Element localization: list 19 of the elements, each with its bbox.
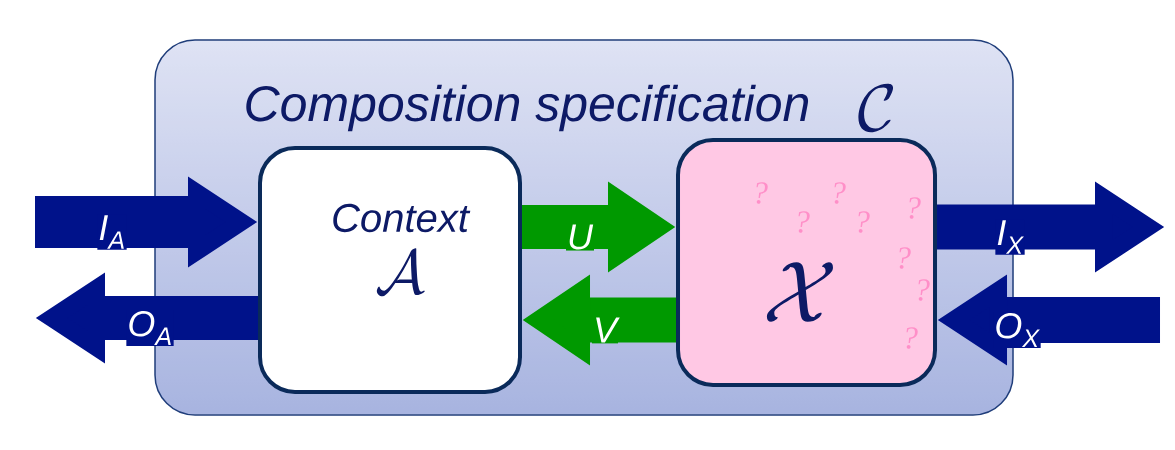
question-mark: ?: [909, 197, 921, 219]
question-mark: ?: [858, 211, 870, 233]
edge-label: O$_{A}$: [126, 310, 174, 346]
question-mark: ?: [899, 247, 911, 269]
box-title: Context: [333, 203, 471, 233]
question-mark: ?: [756, 182, 768, 204]
script-symbol: $\mathcal{X}$: [766, 262, 833, 322]
edge-label: U: [566, 223, 594, 251]
script-symbol: $\mathcal{A}$: [376, 248, 425, 297]
heading: Composition specification: [246, 84, 809, 132]
question-mark: ?: [798, 211, 810, 233]
question-mark: ?: [918, 279, 930, 301]
question-mark: ?: [906, 327, 918, 349]
question-mark: ?: [834, 182, 846, 204]
edge-label: V: [592, 316, 620, 344]
edge-label: I$_{A}$: [97, 214, 127, 250]
edge-label: I$_{X}$: [995, 219, 1025, 255]
edge-label: O$_{X}$: [993, 312, 1041, 348]
script-symbol: $\mathcal{C}$: [858, 83, 894, 133]
